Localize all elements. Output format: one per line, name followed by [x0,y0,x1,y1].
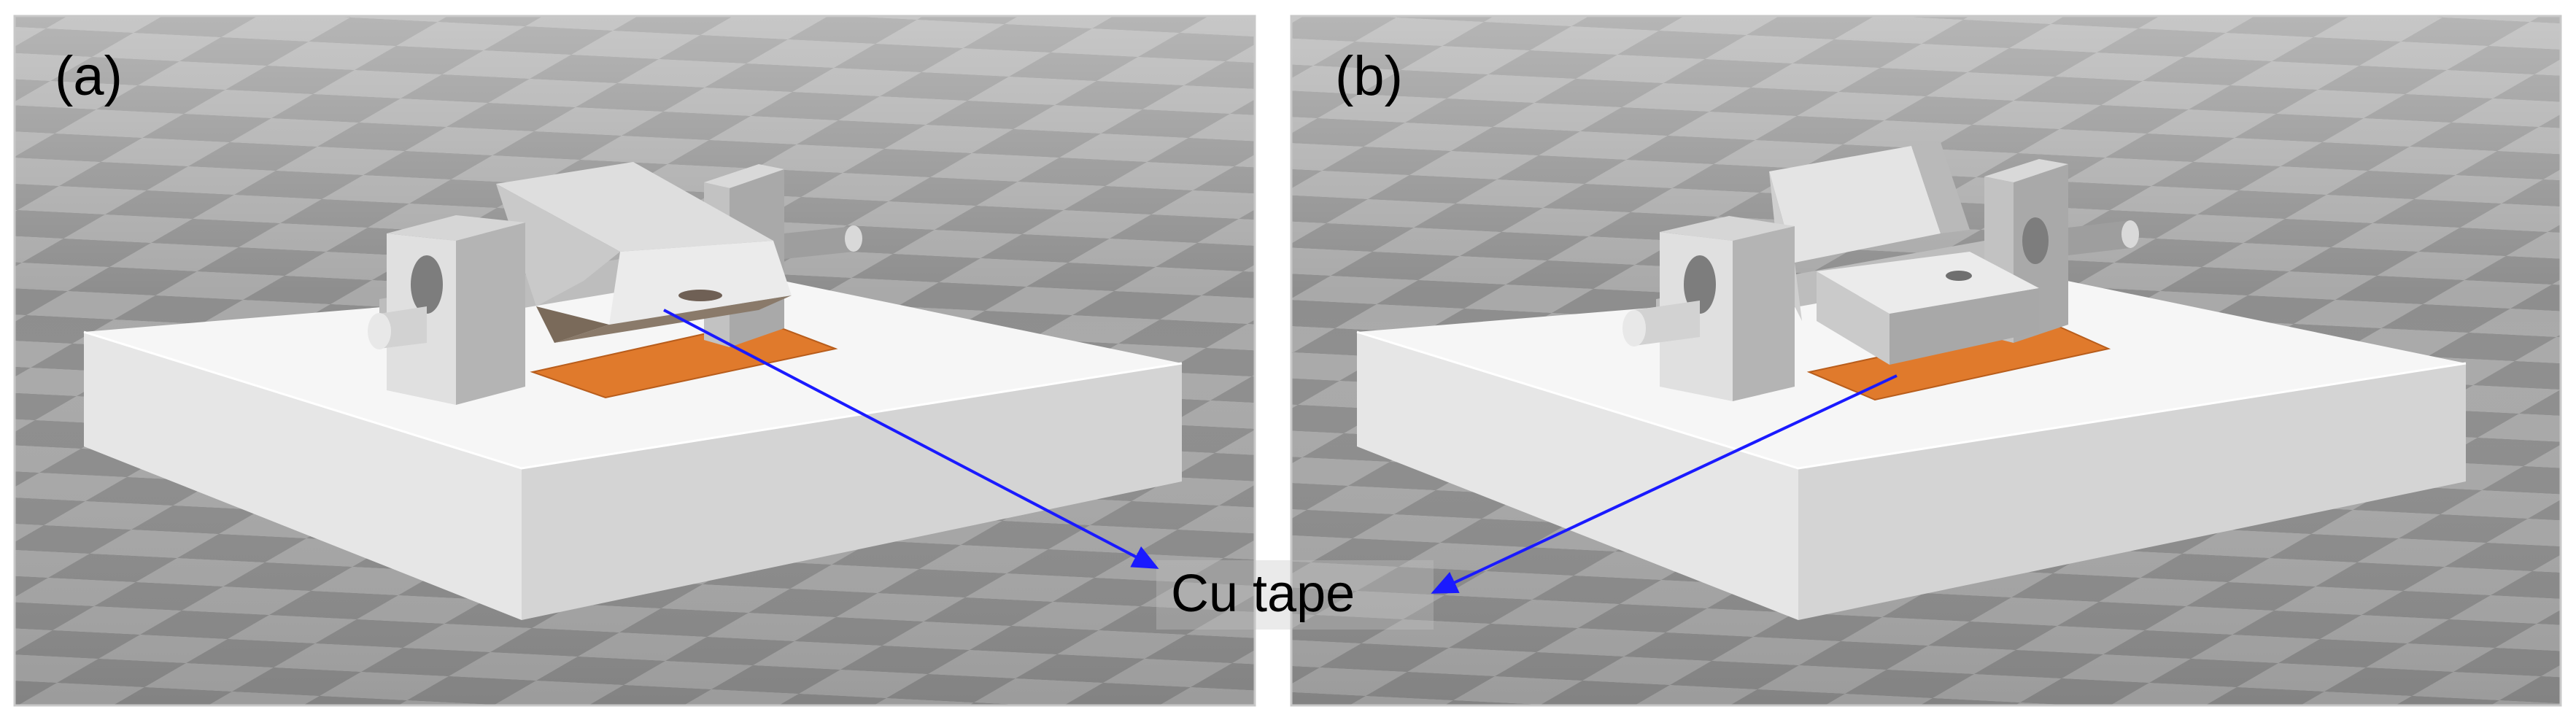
panel-b: (b) [1290,15,2562,707]
arrow-to-tape-b [1431,374,1898,594]
front-support-block [1622,216,1795,401]
copper-tape [530,320,838,399]
shaft-end-left [1634,301,1700,346]
cu-tape-label: Cu tape [1171,565,1355,623]
front-support-block [368,215,525,405]
shaft-end-right [784,226,854,259]
shaft-hole [1684,255,1716,314]
base-side-face [522,363,1182,620]
base-front-face [1357,332,1798,620]
cu-tape-callout: Cu tape [663,309,1898,630]
shaft-hole [411,255,443,314]
mounting-hole [1946,271,1972,281]
shaft-end-left [379,306,427,349]
shaft-end-right [2068,220,2130,255]
panel-a: (a) [13,15,1256,707]
panel-label-b: (b) [1335,45,1403,107]
arrow-to-tape-a [663,309,1159,569]
base-slab [83,276,1183,620]
base-side-face [1798,363,2466,620]
base-front-face [84,332,522,620]
tilted-wedge [496,162,792,343]
panel-label-a: (a) [55,45,123,107]
